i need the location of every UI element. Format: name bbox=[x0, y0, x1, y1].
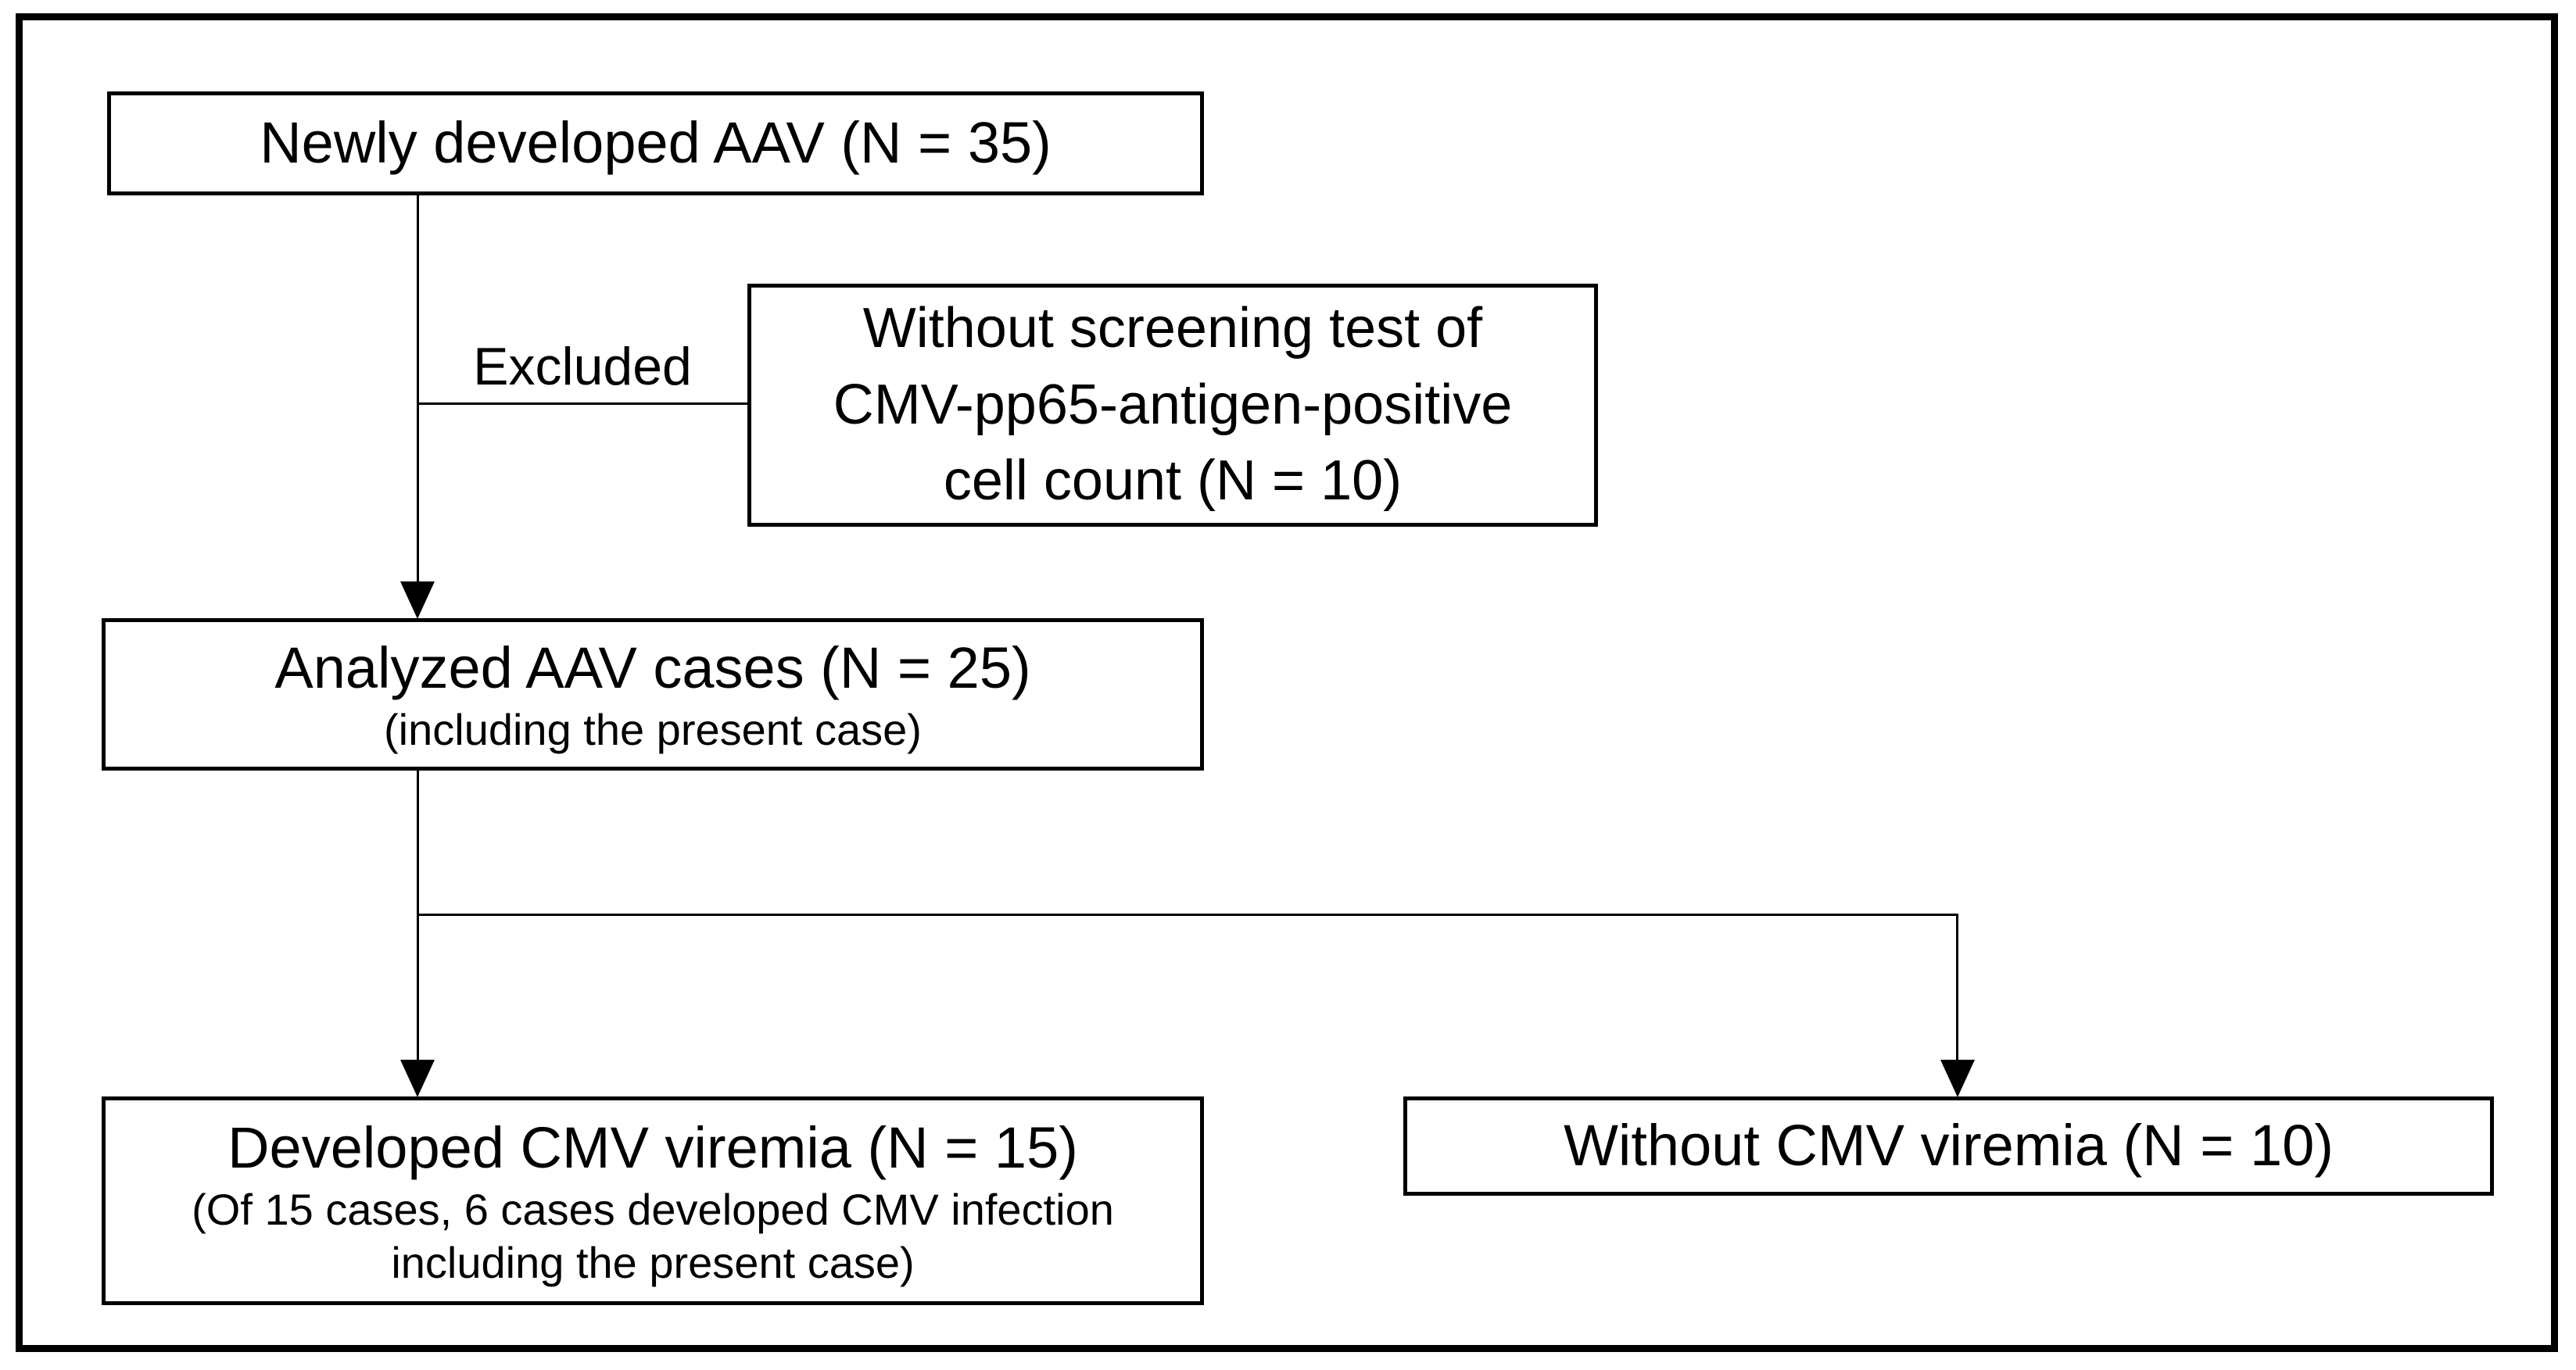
analyzed-aav-cases-note: (including the present case) bbox=[384, 705, 922, 755]
newly-developed-aav-text: Newly developed AAV (N = 35) bbox=[260, 110, 1052, 176]
figure-border bbox=[16, 13, 2558, 1352]
box-analyzed-aav-cases: Analyzed AAV cases (N = 25) (including t… bbox=[102, 618, 1204, 771]
excluded-edge-label-text: Excluded bbox=[473, 337, 692, 396]
developed-cmv-viremia-note-line-1: (Of 15 cases, 6 cases developed CMV infe… bbox=[192, 1185, 1114, 1235]
exclusion-criteria-line-2: CMV-pp65-antigen-positive bbox=[833, 373, 1513, 436]
box-developed-cmv-viremia: Developed CMV viremia (N = 15) (Of 15 ca… bbox=[102, 1096, 1204, 1305]
box-exclusion-criteria: Without screening test of CMV-pp65-antig… bbox=[747, 284, 1598, 527]
connector-branch-horizontal bbox=[417, 914, 1958, 916]
connector-middle-vertical bbox=[417, 771, 419, 1061]
arrowhead-to-without-viremia bbox=[1940, 1060, 1975, 1097]
arrowhead-to-developed-viremia bbox=[400, 1060, 435, 1097]
connector-top-vertical bbox=[417, 195, 419, 585]
without-cmv-viremia-text: Without CMV viremia (N = 10) bbox=[1564, 1113, 2334, 1179]
connector-excluded-horizontal bbox=[417, 402, 747, 405]
connector-right-vertical bbox=[1956, 914, 1958, 1062]
box-newly-developed-aav: Newly developed AAV (N = 35) bbox=[107, 91, 1204, 195]
exclusion-criteria-line-3: cell count (N = 10) bbox=[943, 449, 1403, 513]
analyzed-aav-cases-title: Analyzed AAV cases (N = 25) bbox=[274, 635, 1031, 700]
excluded-edge-label: Excluded bbox=[417, 338, 747, 396]
exclusion-criteria-line-1: Without screening test of bbox=[862, 296, 1483, 359]
box-without-cmv-viremia: Without CMV viremia (N = 10) bbox=[1403, 1096, 2494, 1196]
developed-cmv-viremia-note-line-2: including the present case) bbox=[391, 1237, 915, 1287]
developed-cmv-viremia-title: Developed CMV viremia (N = 15) bbox=[228, 1115, 1078, 1181]
arrowhead-to-analyzed bbox=[400, 581, 435, 619]
